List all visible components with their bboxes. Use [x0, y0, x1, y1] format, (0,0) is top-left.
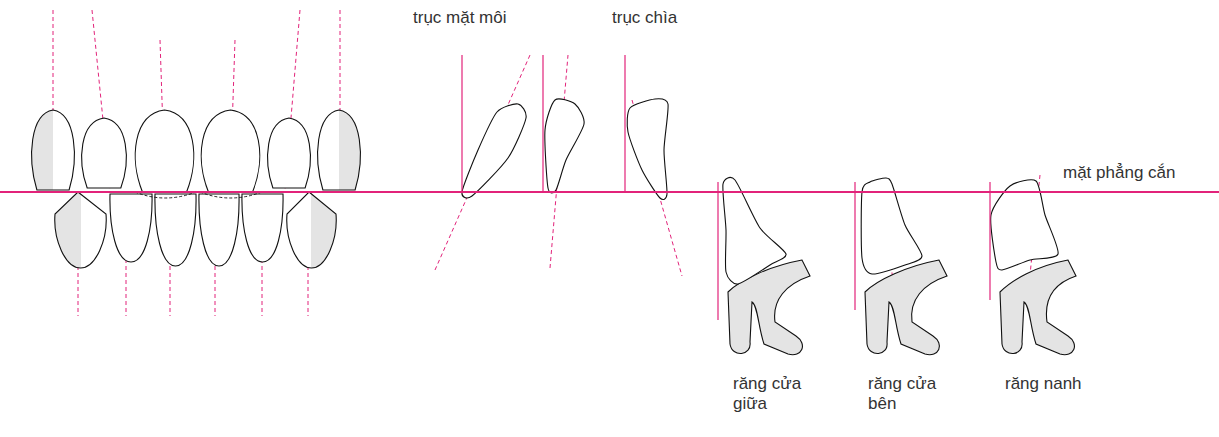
reference-line [542, 55, 543, 192]
upper-central-incisor [201, 110, 259, 192]
lower-lateral-incisor [242, 194, 283, 262]
central-incisor-section [723, 177, 786, 284]
alveolar-bone [1000, 260, 1076, 355]
canine-section [991, 180, 1058, 270]
reference-line [989, 182, 990, 300]
reference-line [0, 191, 1219, 193]
upper-canine [318, 110, 361, 190]
tooth-axis [435, 55, 530, 270]
incisor-profile [545, 99, 584, 193]
lower-central-incisor [199, 194, 239, 266]
reference-line [624, 55, 625, 192]
label: trục chìa [612, 8, 677, 28]
upper-canine [32, 110, 75, 190]
incisor-profile [462, 104, 526, 198]
lower-lateral-incisor [110, 194, 152, 262]
lower-canine [55, 192, 106, 268]
reference-line [461, 55, 462, 192]
label: răng cửa bên [868, 374, 942, 413]
canine-profile [627, 99, 668, 200]
upper-lateral-incisor [82, 118, 127, 188]
reference-line [717, 182, 718, 320]
label: răng nanh [1005, 374, 1082, 394]
lower-canine [287, 192, 336, 268]
upper-lateral-incisor [268, 118, 311, 188]
upper-central-incisor [135, 110, 193, 192]
alveolar-bone [865, 260, 947, 355]
reference-line [854, 182, 855, 310]
label: mặt phẳng cắn [1063, 163, 1175, 183]
label: trục mặt môi [413, 8, 507, 28]
lower-central-incisor [155, 194, 196, 266]
label: răng cửa giữa [733, 374, 807, 413]
